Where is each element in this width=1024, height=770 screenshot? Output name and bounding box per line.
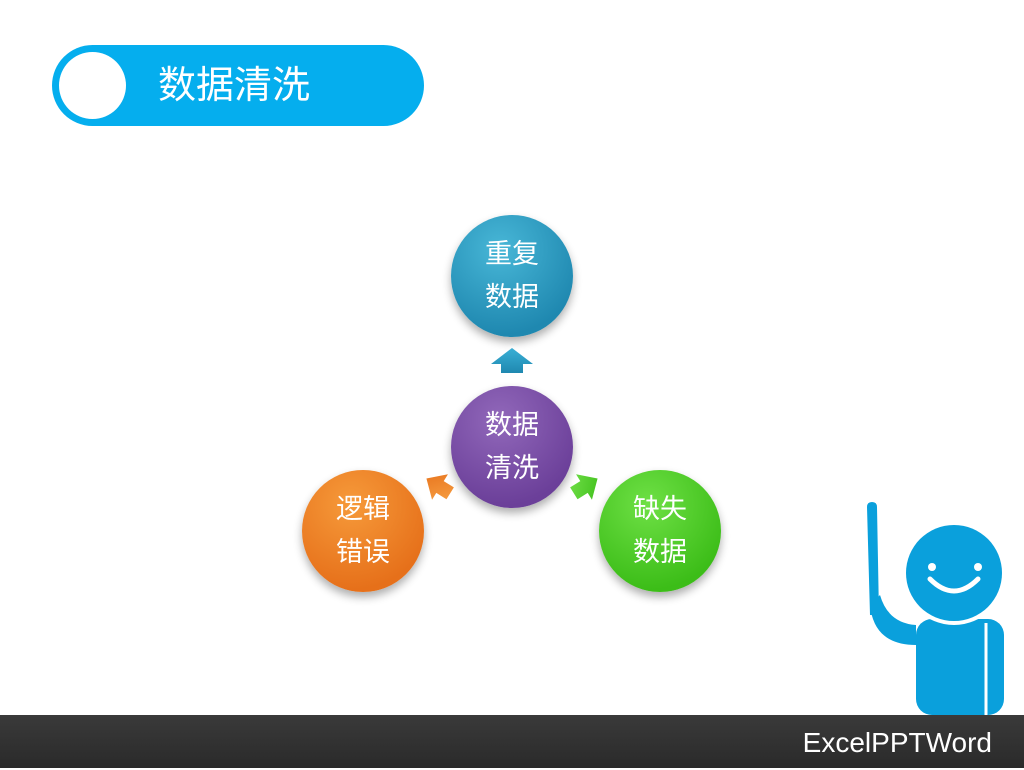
node-label-line2: 错误 (336, 537, 390, 568)
page-title: 数据清洗 (158, 63, 311, 107)
node-label-line1: 逻辑 (336, 494, 390, 525)
node-label-line1: 重复 (485, 239, 539, 270)
arrow-right-icon (570, 474, 598, 500)
footer-logo: ExcelPPTWord (802, 727, 992, 758)
title-circle-icon (59, 52, 126, 119)
node-duplicate-data: 重复 数据 (451, 215, 573, 337)
title-banner: 数据清洗 (52, 45, 424, 126)
node-label-line1: 缺失 (633, 494, 687, 525)
arrow-left-icon (426, 474, 454, 500)
node-logic-error: 逻辑 错误 (302, 470, 424, 592)
node-label-line2: 数据 (485, 282, 539, 313)
node-label-line1: 数据 (485, 410, 539, 441)
node-missing-data: 缺失 数据 (599, 470, 721, 592)
node-label-line2: 清洗 (485, 453, 539, 484)
footer-bar: ExcelPPTWord (0, 715, 1024, 768)
mascot-figure-icon (864, 499, 1008, 715)
node-data-cleaning: 数据 清洗 (451, 386, 573, 508)
node-label-line2: 数据 (633, 537, 687, 568)
arrow-up-icon (491, 348, 533, 373)
